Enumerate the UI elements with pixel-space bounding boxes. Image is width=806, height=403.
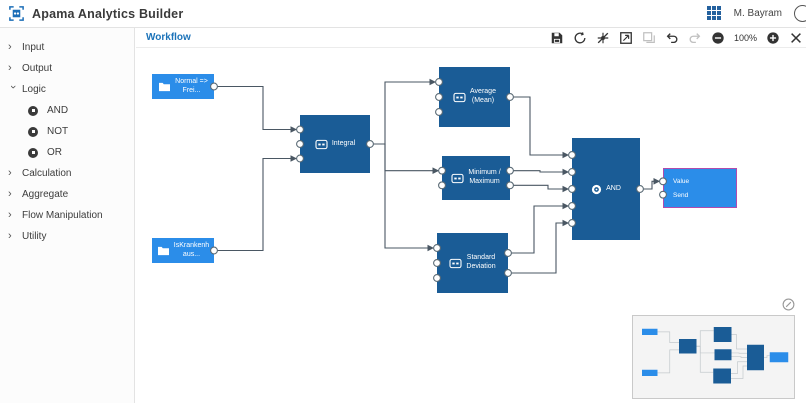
connection-wire[interactable]	[214, 155, 298, 252]
minimap-block-integral	[679, 339, 697, 354]
chevron-right-icon: ›	[8, 41, 12, 53]
chevron-right-icon: ›	[8, 62, 12, 74]
folder-icon	[157, 246, 169, 256]
block-label: AND	[606, 184, 621, 192]
block-integral[interactable]: Integral	[300, 115, 370, 173]
minimap-block-output	[769, 352, 789, 363]
connection-wire[interactable]	[510, 96, 570, 159]
avatar[interactable]	[794, 5, 806, 22]
minimap-block-average	[713, 327, 732, 342]
sidebar-item-aggregate[interactable]: › Aggregate	[8, 188, 69, 201]
logic-block-icon	[28, 147, 38, 158]
port-label-send: Send	[673, 191, 689, 199]
sidebar-item-or[interactable]: OR	[0, 142, 134, 163]
zoom-out-icon[interactable]	[711, 30, 726, 45]
workflow-tab[interactable]: Workflow	[146, 32, 191, 43]
block-label: Minimum /Maximum	[468, 169, 501, 185]
block-average[interactable]: Average(Mean)	[439, 67, 510, 127]
apama-logo-icon	[9, 6, 24, 21]
app-header: Apama Analytics Builder M. Bayram	[0, 0, 806, 28]
zoom-level: 100%	[733, 32, 757, 43]
sidebar-item-logic[interactable]: › Logic	[6, 84, 46, 95]
function-block-icon	[451, 173, 464, 183]
app-switcher-icon[interactable]	[706, 6, 722, 21]
minimap[interactable]	[632, 315, 795, 399]
copy-icon[interactable]	[642, 30, 657, 45]
sidebar-item-calculation[interactable]: › Calculation	[8, 167, 72, 180]
block-label: Normal =>Frei...	[175, 77, 208, 94]
block-label: Integral	[331, 139, 356, 147]
zoom-to-fit-icon[interactable]	[619, 30, 634, 45]
minimap-block-input-normal	[642, 328, 658, 335]
connection-wire[interactable]	[510, 168, 570, 176]
chevron-right-icon: ›	[8, 230, 12, 242]
canvas-toolbar: 100%	[550, 30, 806, 45]
canvas-header: Workflow	[136, 28, 806, 48]
validate-icon[interactable]	[573, 30, 588, 45]
sidebar-item-utility[interactable]: › Utility	[8, 230, 47, 243]
minimap-block-and	[747, 344, 764, 371]
minimap-edit-icon[interactable]	[782, 298, 795, 311]
block-palette-sidebar: › Input › Output › Logic AND NOT OR › Ca…	[0, 28, 135, 403]
port-label-value: Value	[673, 178, 690, 186]
chevron-right-icon: ›	[8, 167, 12, 179]
block-and[interactable]: AND	[572, 138, 640, 240]
connection-wire[interactable]	[640, 178, 661, 190]
function-block-icon	[315, 139, 328, 149]
minimap-content	[642, 327, 789, 384]
folder-icon	[159, 82, 171, 92]
sidebar-item-not[interactable]: NOT	[0, 121, 134, 142]
chevron-right-icon: ›	[8, 209, 12, 221]
minimap-block-stddev	[713, 368, 731, 384]
sidebar-item-input[interactable]: › Input	[8, 41, 45, 54]
connection-wire[interactable]	[510, 184, 570, 193]
close-icon[interactable]	[788, 30, 803, 45]
connection-wire[interactable]	[508, 202, 570, 254]
redo-icon[interactable]	[688, 30, 703, 45]
chevron-right-icon: ›	[8, 188, 12, 200]
function-block-icon	[449, 258, 462, 268]
connection-wire[interactable]	[370, 78, 437, 145]
sidebar-item-flow-manipulation[interactable]: › Flow Manipulation	[8, 209, 103, 222]
connection-wire[interactable]	[370, 143, 435, 252]
minimap-block-minmax	[714, 349, 732, 361]
block-input-normal[interactable]: Normal =>Frei...	[152, 74, 214, 99]
logic-block-icon	[28, 105, 38, 116]
undo-icon[interactable]	[665, 30, 680, 45]
sidebar-item-and[interactable]: AND	[0, 100, 134, 121]
minimap-block-input-krankenhaus	[642, 369, 658, 376]
connection-wire[interactable]	[214, 85, 298, 133]
chevron-down-icon: ›	[6, 85, 19, 89]
test-mode-icon[interactable]	[596, 30, 611, 45]
sidebar-item-output[interactable]: › Output	[8, 62, 53, 75]
connection-wire[interactable]	[370, 143, 440, 174]
block-label: Average(Mean)	[470, 88, 496, 104]
logic-block-icon	[592, 184, 602, 194]
connection-wire[interactable]	[508, 219, 570, 274]
user-name[interactable]: M. Bayram	[733, 8, 782, 19]
app-title: Apama Analytics Builder	[32, 6, 184, 21]
logic-block-icon	[28, 126, 38, 137]
save-icon[interactable]	[550, 30, 565, 45]
function-block-icon	[453, 92, 466, 102]
block-minmax[interactable]: Minimum /Maximum	[442, 156, 510, 200]
zoom-in-icon[interactable]	[765, 30, 780, 45]
